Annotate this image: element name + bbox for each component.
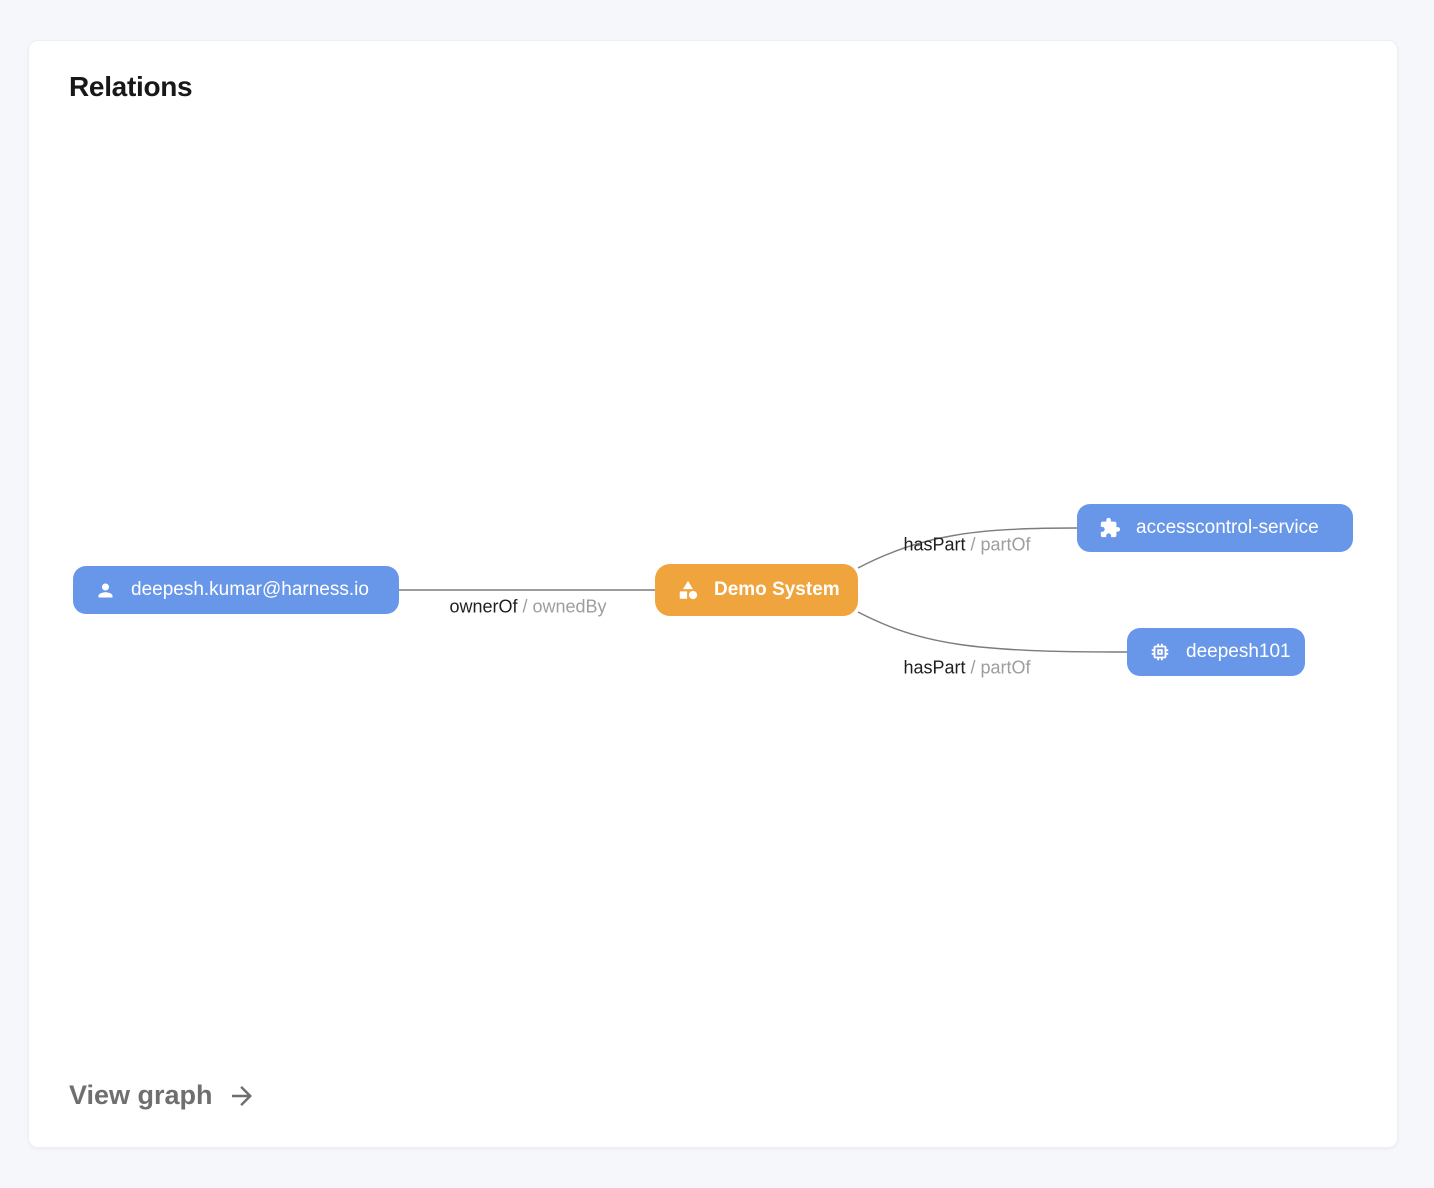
chip-icon bbox=[1149, 641, 1171, 663]
graph-edges bbox=[399, 527, 1128, 653]
category-icon bbox=[677, 579, 699, 601]
puzzle-icon bbox=[1099, 517, 1121, 539]
edge-haspart-top-line bbox=[857, 527, 1078, 569]
node-deepesh101[interactable]: deepesh101 bbox=[1127, 628, 1305, 676]
node-user[interactable]: deepesh.kumar@harness.io bbox=[73, 566, 399, 614]
node-label: accesscontrol-service bbox=[1136, 517, 1319, 538]
relations-card: Relations ownerOf/ownedBy hasPart/partOf… bbox=[28, 40, 1398, 1148]
node-label: deepesh.kumar@harness.io bbox=[131, 579, 369, 600]
edge-label-secondary: ownedBy bbox=[532, 596, 607, 617]
edge-haspart-bottom-line bbox=[857, 611, 1128, 653]
edge-label-separator: / bbox=[522, 596, 528, 617]
node-label: Demo System bbox=[714, 579, 840, 600]
edge-label-secondary: partOf bbox=[980, 534, 1031, 555]
person-icon bbox=[95, 580, 116, 601]
edge-label-primary: hasPart bbox=[903, 657, 966, 678]
edge-label-secondary: partOf bbox=[980, 657, 1031, 678]
node-label: deepesh101 bbox=[1186, 641, 1291, 662]
edge-label-separator: / bbox=[970, 657, 976, 678]
edge-label-primary: hasPart bbox=[903, 534, 966, 555]
edge-label-ownerof: ownerOf/ownedBy bbox=[449, 597, 606, 618]
edge-label-haspart-bottom: hasPart/partOf bbox=[903, 658, 1030, 679]
node-accesscontrol-service[interactable]: accesscontrol-service bbox=[1077, 504, 1353, 552]
card-title: Relations bbox=[69, 71, 193, 102]
edge-label-haspart-top: hasPart/partOf bbox=[903, 535, 1030, 556]
edge-label-primary: ownerOf bbox=[449, 596, 518, 617]
edge-label-separator: / bbox=[970, 534, 976, 555]
relations-graph: ownerOf/ownedBy hasPart/partOf hasPart/p… bbox=[29, 41, 1397, 1147]
view-graph-link[interactable]: View graph bbox=[69, 1080, 257, 1111]
view-graph-label: View graph bbox=[69, 1080, 213, 1110]
node-demo-system[interactable]: Demo System bbox=[655, 564, 858, 616]
arrow-right-icon bbox=[227, 1081, 257, 1111]
